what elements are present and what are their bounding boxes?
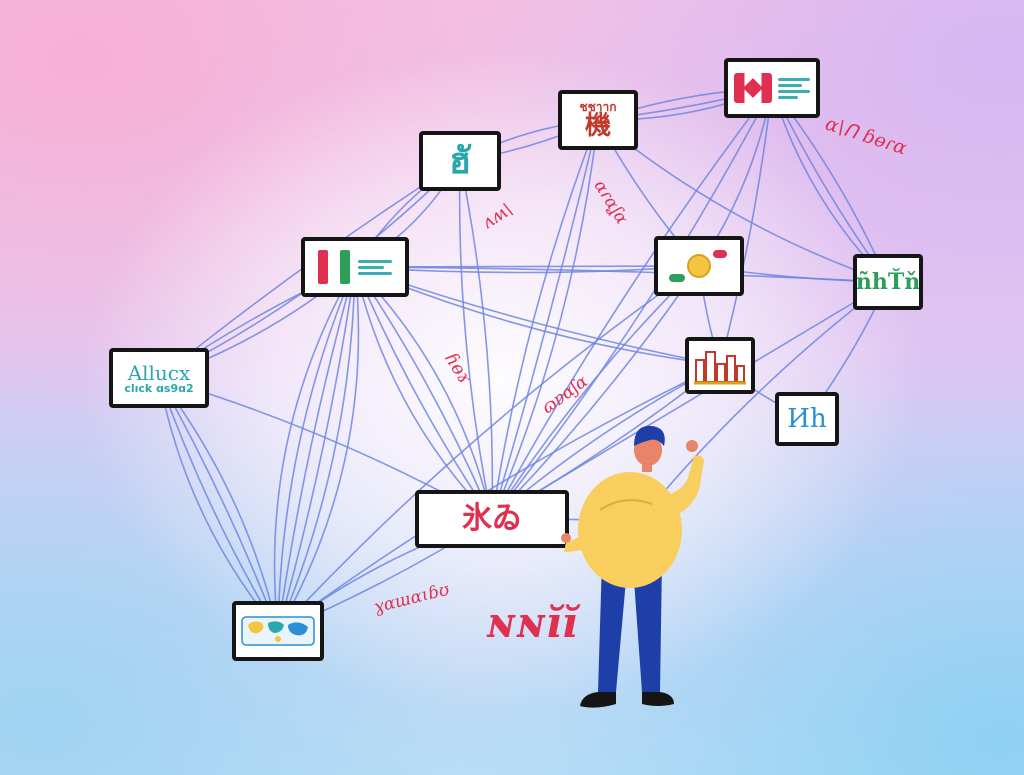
network-edge-30 <box>158 377 279 632</box>
card-world-map[interactable] <box>232 601 324 661</box>
network-edge-35 <box>277 266 356 632</box>
card-canada-flag[interactable] <box>724 58 820 118</box>
network-edge-40 <box>459 160 494 520</box>
network-edge-32 <box>277 266 356 632</box>
italy-flag-icon <box>318 250 392 284</box>
world-map-icon <box>241 616 315 646</box>
card-text-allucx[interactable]: Allucx clıck ɑs9ɑ2 <box>109 348 209 408</box>
network-edge-27 <box>158 377 279 632</box>
person-pointing-icon <box>561 425 704 708</box>
card-script-glyph[interactable]: ñhŤň <box>853 254 923 310</box>
label-large-bottom: ɴɴĭĭ <box>486 598 578 647</box>
network-edge-24 <box>639 281 889 521</box>
cyrillic-glyph-icon: Иh <box>787 404 827 434</box>
network-edge-29 <box>158 377 279 632</box>
card-asian-script[interactable]: ชชาาก 機 <box>558 90 638 150</box>
network-edge-54 <box>277 265 700 632</box>
network-edge-43 <box>491 119 599 520</box>
network-edge-37 <box>354 266 493 520</box>
network-edge-44 <box>491 119 599 520</box>
coin-handshake-icon <box>669 248 729 284</box>
network-edge-31 <box>277 266 360 632</box>
network-edge-59 <box>273 266 356 632</box>
network-edge-28 <box>158 377 279 632</box>
card-cyrillic[interactable]: Иh <box>775 392 839 446</box>
hindi-script-icon: ฮั <box>449 140 471 182</box>
card-allucx-sub: clıck ɑs9ɑ2 <box>124 381 194 395</box>
canada-flag-icon <box>734 73 810 103</box>
network-edge-48 <box>491 265 700 520</box>
card-hanzi-main[interactable]: 氷ゐ <box>415 490 569 548</box>
script-glyph-icon: ñhŤň <box>855 269 921 295</box>
card-coin-exchange[interactable] <box>654 236 744 296</box>
network-edge-46 <box>491 87 773 520</box>
network-edge-12 <box>354 266 889 283</box>
card-italy-flag[interactable] <box>301 237 409 297</box>
asian-script-icon: 機 <box>584 111 611 141</box>
network-edge-33 <box>277 266 356 632</box>
card-allucx-title: Allucx <box>127 360 191 385</box>
network-edge-21 <box>719 87 773 366</box>
network-edge-42 <box>491 119 599 520</box>
network-edge-38 <box>354 266 493 520</box>
network-edge-55 <box>277 364 721 632</box>
card-asian-top-text: ชชาาก <box>579 100 617 114</box>
network-edge-41 <box>458 160 493 520</box>
network-edge-34 <box>277 266 356 632</box>
network-edge-47 <box>491 265 700 520</box>
city-skyline-icon <box>694 350 746 384</box>
card-hindi[interactable]: ฮั <box>419 131 501 191</box>
card-city-skyline[interactable] <box>685 337 755 394</box>
hanzi-card-icon: 氷ゐ <box>462 501 522 536</box>
